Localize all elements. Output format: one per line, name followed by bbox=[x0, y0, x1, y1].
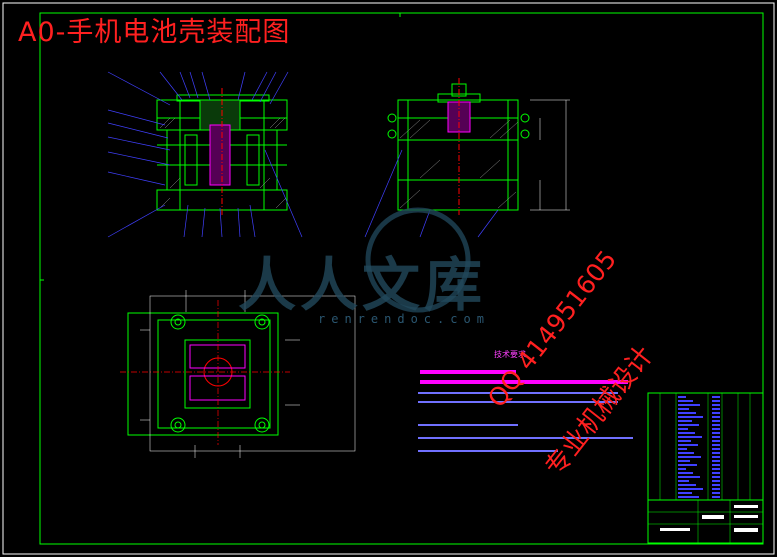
parts-row-mark bbox=[678, 464, 697, 466]
parts-row-mark bbox=[678, 480, 689, 482]
parts-row-mark bbox=[712, 448, 720, 450]
side-hatching bbox=[399, 119, 519, 209]
parts-row-mark bbox=[678, 420, 692, 422]
parts-row-mark bbox=[712, 428, 720, 430]
side-section-view bbox=[387, 78, 530, 215]
parts-row-mark bbox=[678, 448, 687, 450]
parts-row-mark bbox=[678, 452, 694, 454]
parts-row-mark bbox=[678, 476, 700, 478]
parts-row-mark bbox=[712, 404, 720, 406]
parts-row-mark bbox=[712, 412, 720, 414]
parts-row-mark bbox=[712, 492, 720, 494]
parts-row-mark bbox=[712, 464, 720, 466]
parts-row-mark bbox=[712, 396, 720, 398]
parts-row-mark bbox=[678, 396, 686, 398]
parts-row-mark bbox=[712, 436, 720, 438]
watermark-circle bbox=[365, 207, 471, 313]
parts-row-mark bbox=[712, 420, 720, 422]
tech-req-heading: 技术要求 bbox=[494, 350, 526, 359]
parts-row-mark bbox=[712, 416, 720, 418]
parts-row-mark bbox=[712, 400, 720, 402]
parts-row-mark bbox=[712, 408, 720, 410]
parts-row-mark bbox=[712, 496, 720, 498]
front-section-view bbox=[156, 88, 288, 215]
parts-row-mark bbox=[712, 488, 720, 490]
parts-row-mark bbox=[678, 432, 695, 434]
parts-row-mark bbox=[712, 424, 720, 426]
parts-row-mark bbox=[678, 428, 688, 430]
parts-row-mark bbox=[712, 452, 720, 454]
parts-row-mark bbox=[678, 468, 686, 470]
watermark-url: renrendoc.com bbox=[318, 312, 490, 326]
parts-row-mark bbox=[678, 492, 692, 494]
parts-row-mark bbox=[678, 404, 700, 406]
plan-dimensions bbox=[140, 290, 356, 458]
parts-row-mark bbox=[678, 424, 699, 426]
inner-border bbox=[39, 12, 764, 545]
drawing-title: A0-手机电池壳装配图 bbox=[18, 17, 291, 48]
parts-row-mark bbox=[678, 488, 703, 490]
parts-row-mark bbox=[712, 480, 720, 482]
parts-list-rows bbox=[678, 396, 720, 498]
parts-row-mark bbox=[678, 408, 689, 410]
parts-row-mark bbox=[712, 456, 720, 458]
side-dimensions bbox=[530, 99, 570, 211]
parts-row-mark bbox=[712, 440, 720, 442]
parts-row-mark bbox=[712, 444, 720, 446]
parts-row-mark bbox=[712, 472, 720, 474]
parts-list-table bbox=[647, 392, 764, 544]
parts-row-mark bbox=[678, 496, 699, 498]
front-leader-lines bbox=[107, 71, 303, 238]
plan-centerlines bbox=[120, 300, 290, 445]
plan-view bbox=[127, 312, 279, 436]
parts-row-mark bbox=[678, 412, 696, 414]
parts-row-mark bbox=[678, 400, 693, 402]
parts-row-mark bbox=[678, 416, 703, 418]
parts-row-mark bbox=[678, 472, 693, 474]
parts-row-mark bbox=[678, 456, 701, 458]
parts-row-mark bbox=[678, 484, 696, 486]
parts-row-mark bbox=[678, 460, 690, 462]
watermark-name: 人人文库 bbox=[238, 251, 487, 319]
parts-row-mark bbox=[712, 468, 720, 470]
parts-row-mark bbox=[678, 444, 698, 446]
parts-row-mark bbox=[712, 476, 720, 478]
parts-row-mark bbox=[678, 440, 691, 442]
parts-row-mark bbox=[712, 460, 720, 462]
plan-cavities bbox=[189, 344, 246, 401]
tech-req-block bbox=[418, 370, 633, 452]
parts-row-mark bbox=[712, 432, 720, 434]
parts-row-mark bbox=[678, 436, 702, 438]
parts-row-mark bbox=[712, 484, 720, 486]
front-hatching bbox=[159, 117, 287, 209]
side-leader-lines bbox=[364, 149, 499, 238]
title-block-cells bbox=[660, 505, 758, 532]
